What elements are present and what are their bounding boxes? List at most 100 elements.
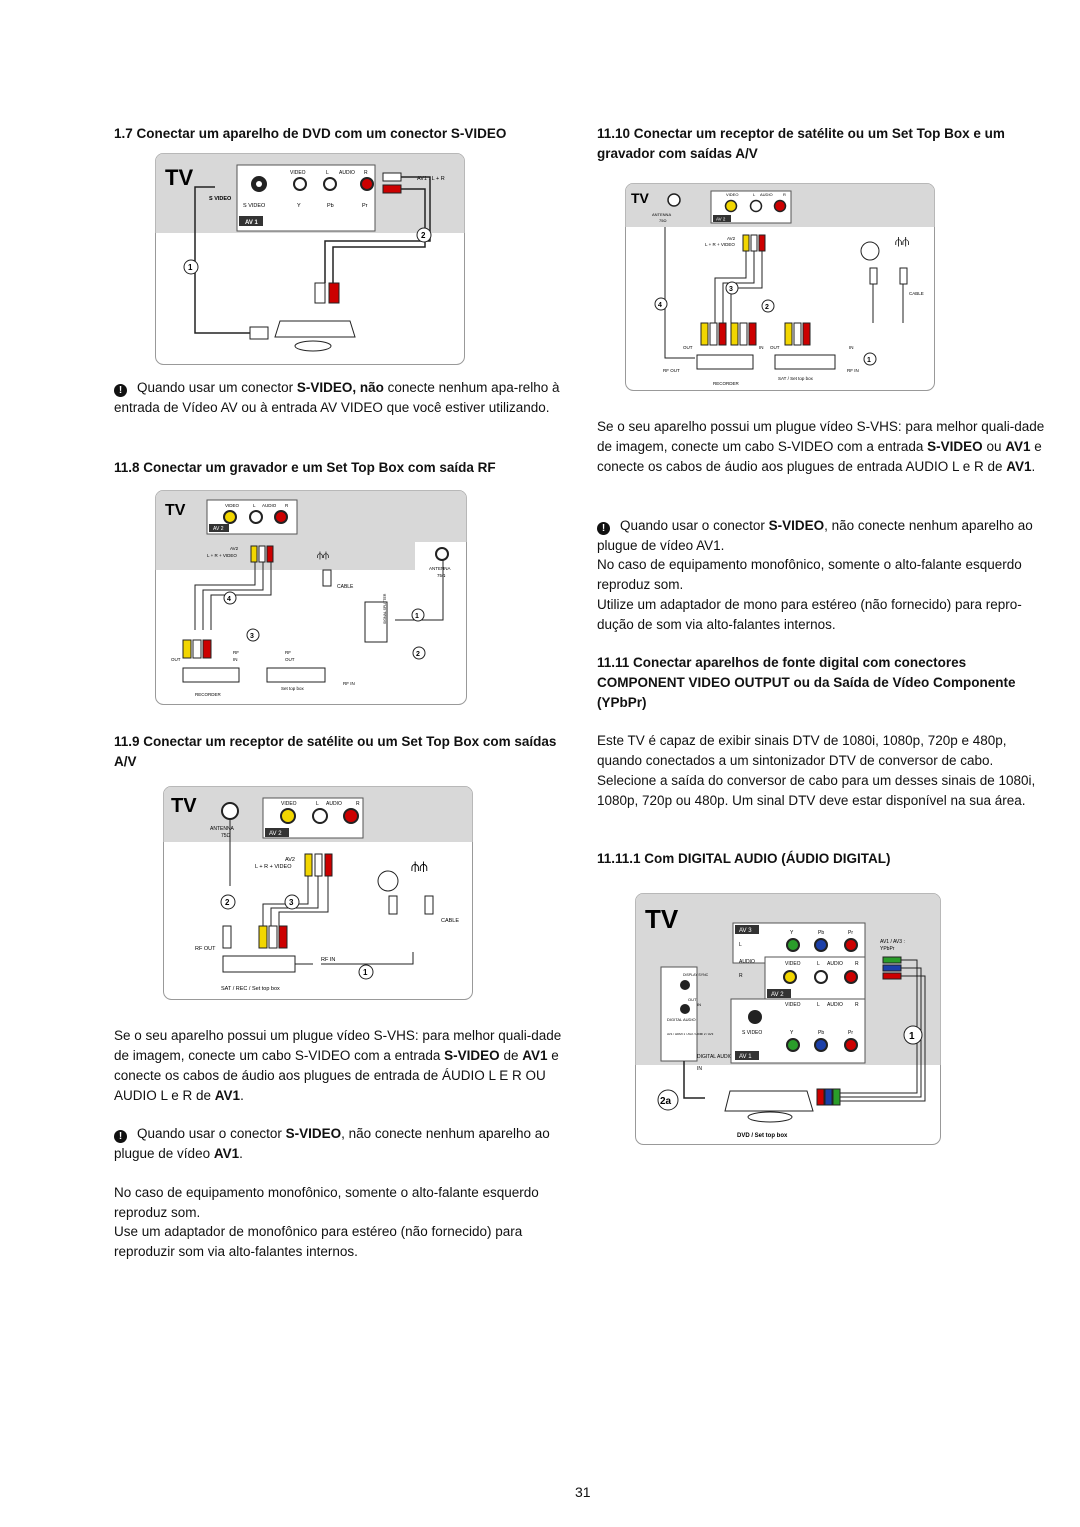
diagram-dvd-component-digital: TV AV 3 Y Pb Pr L AUDIO R VIDEO L AUDIO …: [635, 893, 941, 1145]
para-11-11-1: Este TV é capaz de exibir sinais DTV de …: [597, 733, 1036, 808]
svg-text:TV: TV: [645, 904, 679, 934]
svg-text:YPbPr: YPbPr: [880, 946, 895, 952]
video-label: VIDEO: [290, 170, 306, 176]
svg-text:IN: IN: [697, 1002, 701, 1007]
svg-text:R: R: [739, 973, 743, 979]
svg-text:Y: Y: [297, 203, 301, 209]
svg-text:L: L: [316, 801, 319, 807]
svg-text:Y: Y: [790, 1030, 794, 1036]
note-11-10: !Quando usar o conector S-VIDEO, não con…: [597, 518, 1033, 553]
tv-label: TV: [165, 165, 193, 190]
svg-text:Set top box: Set top box: [281, 686, 305, 691]
page-number: 31: [575, 1484, 591, 1500]
svg-text:IN: IN: [697, 1066, 702, 1072]
svg-text:Pr: Pr: [848, 930, 853, 936]
svg-text:L + R + VIDEO: L + R + VIDEO: [207, 553, 237, 558]
svg-text:AV2: AV2: [230, 546, 239, 551]
svg-text:L: L: [817, 1002, 820, 1008]
svg-text:AUDIO: AUDIO: [827, 1002, 843, 1008]
warning-icon: !: [597, 522, 610, 535]
svg-text:AUDIO: AUDIO: [339, 170, 355, 176]
section-heading-11-11: 11.11 Conectar aparelhos de fonte digita…: [597, 655, 1016, 710]
para-11-9-4: Use um adaptador de monofônico para esté…: [114, 1224, 523, 1259]
svg-text:L: L: [739, 942, 742, 948]
svg-text:CABLE: CABLE: [337, 584, 354, 590]
warning-icon: !: [114, 384, 127, 397]
svg-text:Pb: Pb: [818, 1030, 824, 1036]
svg-text:DIGITAL AUDIO: DIGITAL AUDIO: [667, 1017, 696, 1022]
svg-text:Pr: Pr: [362, 203, 368, 209]
svg-text:DVD / Set top box: DVD / Set top box: [737, 1133, 788, 1139]
svg-text:SAT / REC / Set top box: SAT / REC / Set top box: [221, 986, 280, 992]
note-11-9: !Quando usar o conector S-VIDEO, não con…: [114, 1126, 550, 1161]
svg-text:DISPLAY SYNC: DISPLAY SYNC: [683, 973, 709, 977]
section-heading-11-8: 11.8 Conectar um gravador e um Set Top B…: [114, 460, 496, 475]
svg-text:CABLE: CABLE: [441, 918, 459, 924]
svg-text:4: 4: [658, 302, 662, 309]
antenna-icon: ⫛⫛: [317, 550, 329, 561]
para-11-10-1: Se o seu aparelho possui um plugue vídeo…: [597, 419, 1045, 474]
svg-text:RF: RF: [233, 650, 239, 655]
svg-text:AUDIO: AUDIO: [326, 801, 342, 807]
svg-text:AV 3: AV 3: [739, 928, 752, 934]
svg-text:2: 2: [765, 304, 769, 311]
svg-text:1: 1: [909, 1031, 915, 1042]
para-11-10-4: Utilize um adaptador de mono para estére…: [597, 597, 1022, 632]
svg-text:AV 1: AV 1: [739, 1054, 752, 1060]
svg-text:ANTENNA: ANTENNA: [652, 212, 671, 217]
svg-text:75Ω: 75Ω: [437, 573, 446, 578]
svg-text:VIDEO: VIDEO: [726, 192, 738, 197]
svg-text:IN: IN: [233, 657, 238, 662]
svg-text:AV 2: AV 2: [771, 992, 784, 998]
svg-text:RF: RF: [285, 650, 291, 655]
svg-text:OUT: OUT: [683, 345, 693, 350]
svg-text:RECORDER: RECORDER: [195, 692, 222, 697]
svg-text:AV2: AV2: [285, 857, 295, 863]
svg-text:IN: IN: [759, 345, 764, 350]
svg-text:R: R: [285, 503, 289, 508]
para-11-9-1: Se o seu aparelho possui um plugue vídeo…: [114, 1028, 562, 1103]
svg-text:L: L: [326, 170, 329, 176]
svg-text:IN: IN: [849, 345, 854, 350]
diagram-dvd-svideo: TV VIDEO L AUDIO R S VIDEO S VIDEO Y Pb …: [155, 153, 465, 365]
svg-text:L: L: [817, 961, 820, 967]
svg-text:RF OUT: RF OUT: [663, 368, 680, 373]
svg-text:L: L: [753, 192, 756, 197]
svg-text:75Ω: 75Ω: [659, 218, 666, 223]
svg-text:S VIDEO: S VIDEO: [243, 203, 266, 209]
svg-text:2: 2: [225, 898, 230, 907]
svg-text:R: R: [356, 801, 360, 807]
svg-text:SAT / Set top box: SAT / Set top box: [778, 376, 814, 381]
svg-text:L: L: [253, 503, 256, 508]
svg-text:R: R: [855, 1002, 859, 1008]
svg-text:AV1 / AV3 :: AV1 / AV3 :: [880, 939, 905, 945]
svg-text:1: 1: [415, 613, 419, 620]
svg-text:2: 2: [421, 231, 426, 240]
svg-text:1: 1: [188, 263, 193, 272]
svg-text:VIDEO: VIDEO: [225, 503, 240, 508]
svg-text:RF IN: RF IN: [847, 368, 859, 373]
svg-text:AUDIO: AUDIO: [827, 961, 843, 967]
svg-text:AV 1: AV 1: [245, 220, 259, 226]
svg-text:CABLE: CABLE: [909, 291, 924, 296]
svg-text:AV1 / HDMI 1 / AV2 / HDMI 2 /: AV1 / HDMI 1 / AV2 / HDMI 2 / AV3: [667, 1032, 714, 1036]
svg-text:DIGITAL AUDIO: DIGITAL AUDIO: [697, 1054, 733, 1060]
svg-text:1: 1: [867, 357, 871, 364]
svg-text:RF IN: RF IN: [343, 681, 355, 686]
svg-text:4: 4: [227, 596, 231, 603]
svg-text:R: R: [855, 961, 859, 967]
svg-text:SIGNAL SPLITTER: SIGNAL SPLITTER: [383, 593, 387, 624]
diagram-satellite-av: TV ANTENNA 75Ω VIDEO L AUDIO R AV 2 AV2 …: [163, 786, 473, 1000]
diagram-satellite-recorder-av: TV ANTENNA 75Ω VIDEO L AUDIO R AV 2 AV2 …: [625, 183, 935, 391]
svg-text:TV: TV: [171, 795, 197, 817]
section-heading-1-7: 1.7 Conectar um aparelho de DVD com um c…: [114, 126, 507, 141]
warning-icon: !: [114, 1130, 127, 1143]
svg-text:VIDEO: VIDEO: [785, 1002, 801, 1008]
svg-text:3: 3: [729, 286, 733, 293]
svg-text:RF IN: RF IN: [321, 957, 335, 963]
svg-text:AUDIO: AUDIO: [739, 959, 755, 965]
svg-text:AV 2: AV 2: [269, 831, 282, 837]
svg-text:RECORDER: RECORDER: [713, 381, 740, 386]
svg-text:OUT: OUT: [688, 997, 697, 1002]
svg-text:OUT: OUT: [770, 345, 780, 350]
